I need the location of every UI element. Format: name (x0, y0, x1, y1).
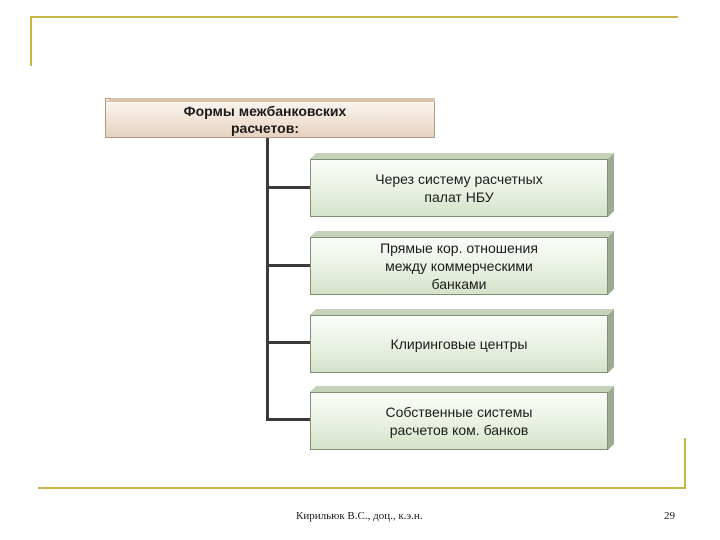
top-frame-line (30, 16, 678, 18)
bottom-frame-line (38, 487, 686, 489)
child-node-3-bevel-top (310, 309, 614, 315)
child-node-3-bevel-right (608, 309, 614, 373)
left-frame-line (30, 16, 32, 66)
page-number: 29 (664, 510, 675, 522)
branch-connector-4 (266, 418, 312, 421)
root-node-label: Формы межбанковских расчетов: (183, 103, 347, 136)
branch-connector-1 (266, 186, 312, 189)
branch-connector-2 (266, 264, 312, 267)
child-node-1: Через систему расчетных палат НБУ (310, 159, 608, 217)
child-node-2-bevel-right (608, 231, 614, 295)
child-node-2: Прямые кор. отношения между коммерческим… (310, 237, 608, 295)
child-node-3-label: Клиринговые центры (390, 336, 528, 352)
child-node-4: Собственные системы расчетов ком. банков (310, 392, 608, 450)
right-frame-line (684, 438, 686, 489)
child-node-1-bevel-right (608, 153, 614, 217)
child-node-4-bevel-right (608, 386, 614, 450)
tree-trunk-connector (266, 138, 269, 420)
child-node-4-label: Собственные системы расчетов ком. банков (385, 404, 533, 438)
footer-author: Кирильюк В.С., доц., к.э.н. (296, 510, 423, 522)
child-node-2-bevel-top (310, 231, 614, 237)
child-node-1-bevel-top (310, 153, 614, 159)
root-node-bevel (105, 98, 435, 102)
branch-connector-3 (266, 341, 312, 344)
child-node-1-label: Через систему расчетных палат НБУ (375, 171, 543, 205)
child-node-2-label: Прямые кор. отношения между коммерческим… (380, 240, 538, 292)
child-node-4-bevel-top (310, 386, 614, 392)
child-node-3: Клиринговые центры (310, 315, 608, 373)
